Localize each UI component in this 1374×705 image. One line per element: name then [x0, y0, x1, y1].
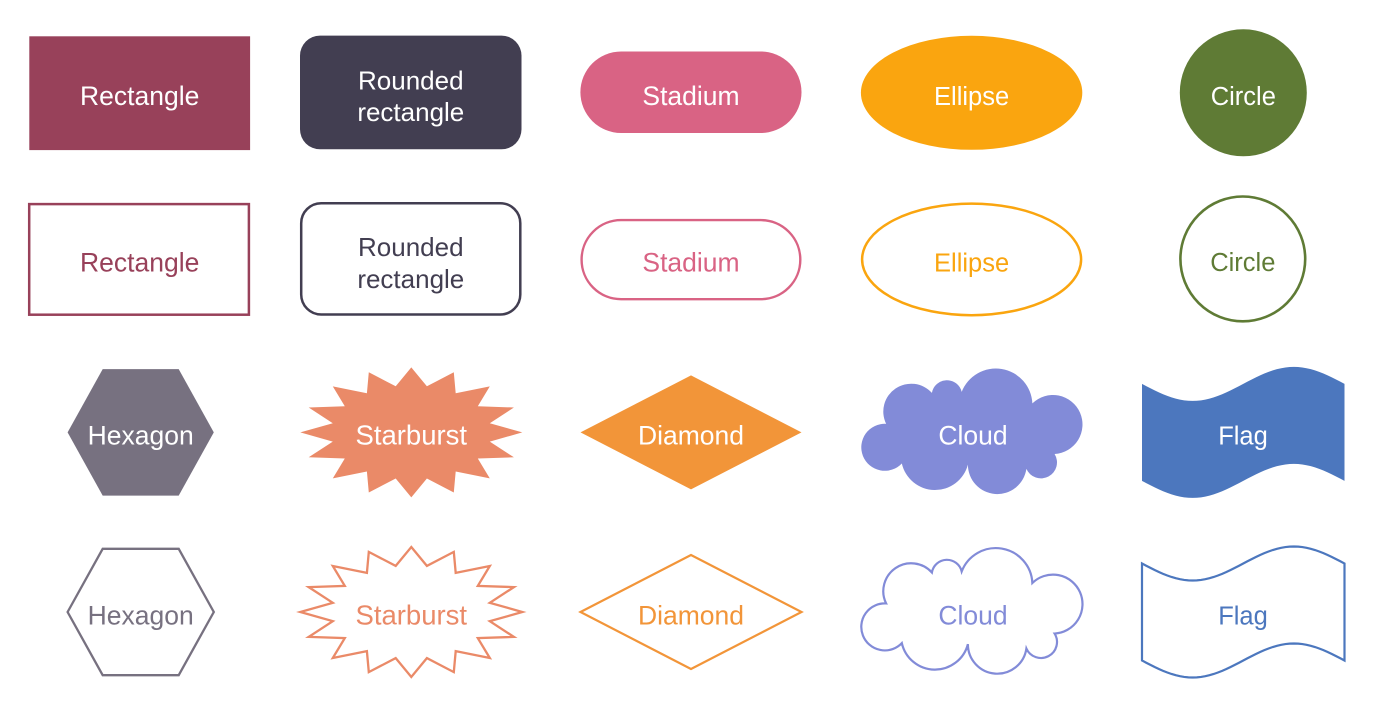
svg-text:Ellipse: Ellipse — [934, 250, 1009, 278]
svg-text:Rectangle: Rectangle — [80, 81, 199, 111]
svg-text:rectangle: rectangle — [357, 264, 464, 294]
svg-text:Rounded: Rounded — [358, 232, 464, 262]
svg-text:Hexagon: Hexagon — [88, 421, 194, 451]
svg-text:Flag: Flag — [1218, 423, 1268, 451]
svg-text:Circle: Circle — [1211, 83, 1276, 111]
svg-text:Rounded: Rounded — [358, 66, 464, 96]
svg-text:Circle: Circle — [1210, 249, 1275, 277]
svg-text:Flag: Flag — [1218, 602, 1268, 630]
svg-text:Diamond: Diamond — [638, 421, 744, 451]
svg-text:Stadium: Stadium — [642, 81, 739, 111]
svg-text:Starburst: Starburst — [356, 420, 468, 451]
svg-text:rectangle: rectangle — [357, 97, 464, 127]
svg-text:Hexagon: Hexagon — [88, 600, 194, 630]
svg-text:Cloud: Cloud — [938, 421, 1007, 451]
svg-text:Diamond: Diamond — [638, 600, 744, 630]
svg-text:Cloud: Cloud — [938, 600, 1007, 630]
svg-text:Ellipse: Ellipse — [934, 83, 1009, 111]
svg-text:Rectangle: Rectangle — [80, 248, 199, 278]
svg-text:Stadium: Stadium — [642, 248, 739, 278]
svg-text:Starburst: Starburst — [356, 599, 468, 630]
